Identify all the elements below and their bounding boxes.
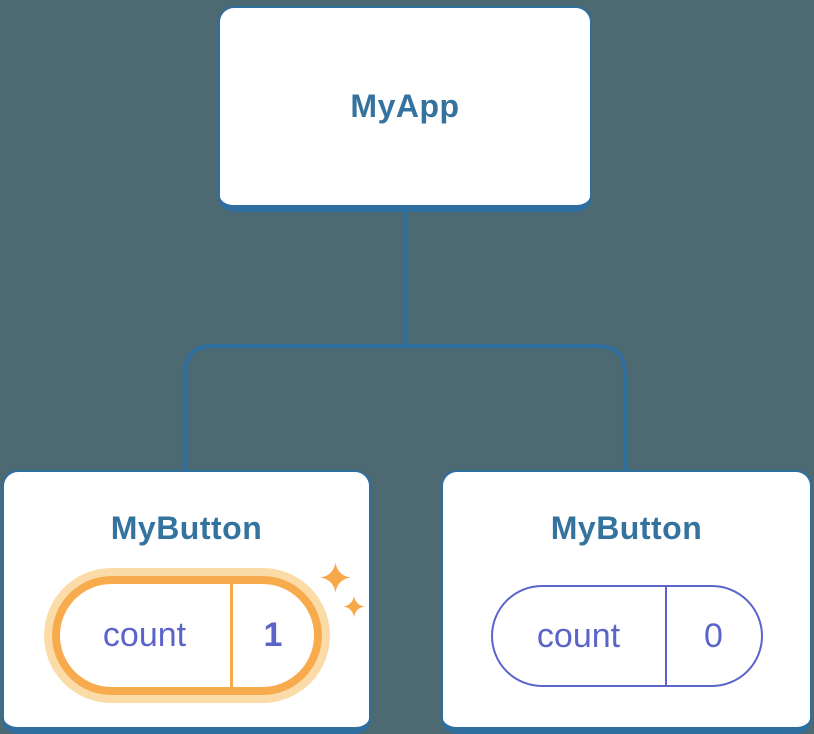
component-label: MyApp: [350, 88, 460, 124]
state-value: 1: [229, 584, 314, 687]
state-key-label: count: [536, 616, 621, 655]
component-node-content: MyButton count 0: [443, 472, 810, 727]
state-pill-highlighted: count 1: [51, 576, 322, 695]
connector-branch: [183, 344, 627, 470]
component-node-root: MyApp: [218, 6, 592, 212]
component-node-child-highlighted: MyButton count 1: [2, 470, 371, 734]
sparkle-icon: [320, 562, 351, 593]
sparkle-icon: [343, 595, 365, 618]
component-label: MyButton: [110, 510, 263, 546]
state-pill: count 0: [490, 585, 763, 687]
component-label: MyButton: [550, 510, 703, 546]
state-value: 0: [664, 587, 761, 685]
component-node-child-normal: MyButton count 0: [441, 470, 812, 734]
component-node-content: MyButton count 1: [4, 472, 369, 727]
state-key-label: count: [102, 616, 187, 654]
